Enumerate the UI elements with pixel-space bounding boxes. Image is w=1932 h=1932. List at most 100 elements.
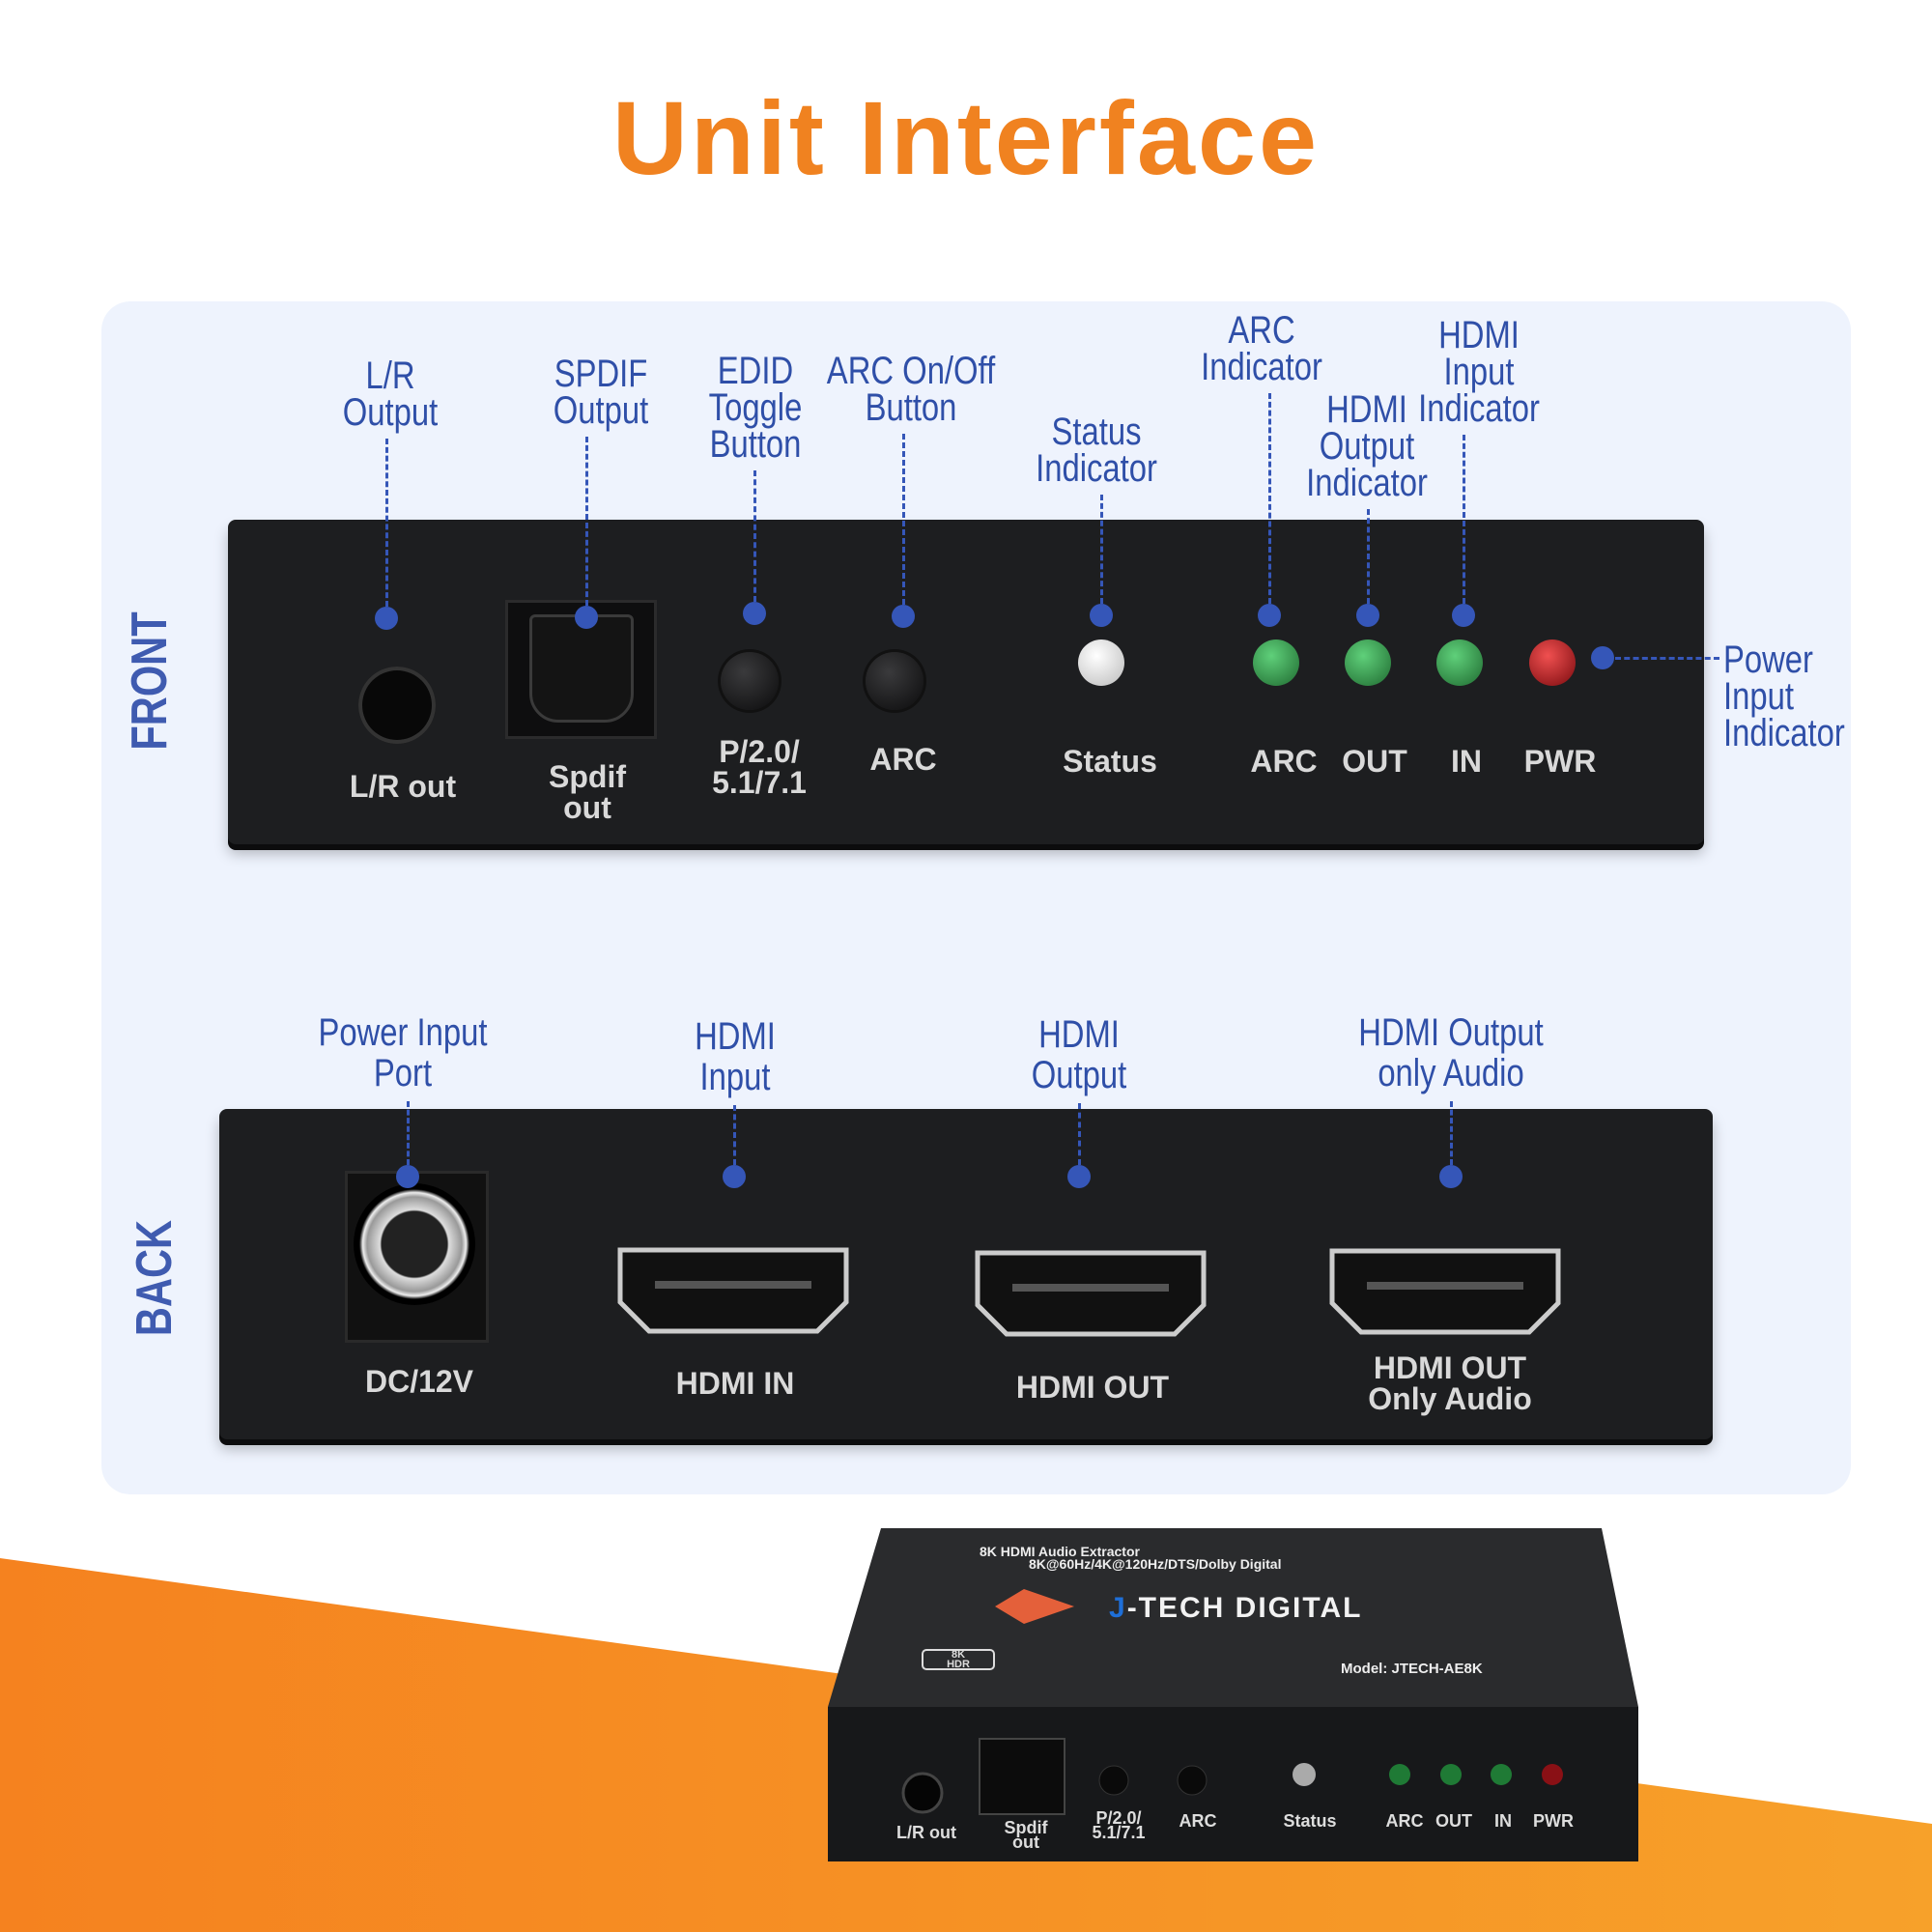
label-line: Output (553, 389, 649, 432)
label-line: DC/12V (364, 1364, 474, 1399)
spdif-port (505, 600, 657, 739)
label-line: P/2.0/ (1095, 1808, 1142, 1828)
label-line: ARC (1250, 744, 1318, 779)
label-line: HDMI Output (1358, 1011, 1544, 1054)
label-line: Toggle (708, 386, 803, 429)
label-line: Indicator (1036, 447, 1157, 490)
status-led (1078, 639, 1124, 686)
device-label: L/R out (350, 771, 456, 802)
arc-toggle-button[interactable] (866, 652, 923, 710)
hdmi-out-audio-port (1329, 1248, 1561, 1335)
jtech-logo-icon (995, 1589, 1074, 1624)
label-line: ARC (869, 742, 937, 777)
label-line: Output (1031, 1054, 1127, 1096)
label-line: HDMI (1326, 388, 1407, 431)
product-front-label: P/2.0/5.1/7.1 (1092, 1808, 1146, 1842)
brand-j: J (1109, 1592, 1127, 1624)
callout-leader-line (1078, 1103, 1081, 1165)
label-line: Spdif (1004, 1818, 1048, 1837)
device-label: OUT (1342, 746, 1407, 777)
label-line: IN (1451, 744, 1482, 779)
arc-led (1253, 639, 1299, 686)
device-label: ARC (869, 744, 936, 775)
device-label: IN (1451, 746, 1482, 777)
badge-line: 8K (951, 1649, 966, 1661)
label-line: only Audio (1378, 1052, 1524, 1094)
callout-leader-line (1450, 1101, 1453, 1165)
label-line: PWR (1523, 744, 1597, 779)
label-line: P/2.0/ (719, 734, 800, 769)
callout-leader-line (585, 437, 588, 606)
label-line: L/R out (349, 769, 457, 804)
callout-dot (1067, 1165, 1091, 1188)
callout-leader-line (1615, 657, 1719, 660)
dc-power-port (345, 1171, 489, 1343)
product-front-label: L/R out (896, 1824, 956, 1841)
device-label: P/2.0/5.1/7.1 (712, 736, 807, 798)
callout-leader-line (1367, 509, 1370, 604)
label-line: Indicator (1201, 346, 1322, 388)
callout-dot (396, 1165, 419, 1188)
hdmi-in-led (1436, 639, 1483, 686)
device-label: HDMI IN (676, 1368, 795, 1399)
label-line: SPDIF (554, 353, 648, 395)
device-label: PWR (1524, 746, 1597, 777)
label-line: HDMI IN (675, 1366, 795, 1401)
page-title: Unit Interface (611, 79, 1321, 196)
callout-dot (1356, 604, 1379, 627)
label-line: Input (1723, 675, 1794, 718)
label-line: Spdif (549, 759, 626, 794)
callout-leader-line (733, 1105, 736, 1165)
callout-dot (375, 607, 398, 630)
label-line: HDMI OUT (1373, 1350, 1527, 1385)
callout-dot (1591, 646, 1614, 669)
callout-leader-line (407, 1101, 410, 1165)
label-line: 5.1/7.1 (1092, 1823, 1146, 1842)
callout-dot (1452, 604, 1475, 627)
label-line: HDMI (1038, 1013, 1120, 1056)
label-line: out (1012, 1833, 1039, 1852)
device-label: DC/12V (365, 1366, 473, 1397)
callout-dot (1090, 604, 1113, 627)
product-specs: 8K@60Hz/4K@120Hz/DTS/Dolby Digital (1029, 1556, 1282, 1572)
label-line: Output (342, 391, 439, 434)
device-label: ARC (1250, 746, 1317, 777)
label-line: L/R (365, 355, 415, 397)
label-line: Only Audio (1368, 1381, 1532, 1416)
label-line: HDMI (695, 1015, 776, 1058)
label-line: ARC On/Off (826, 350, 996, 392)
callout-dot (743, 602, 766, 625)
lr-audio-jack (358, 667, 436, 744)
callout-leader-line (1268, 393, 1271, 604)
label-line: Button (865, 386, 957, 429)
label-line: OUT (1342, 744, 1407, 779)
label-line: ARC (1179, 1811, 1217, 1831)
label-line: Input (699, 1056, 771, 1098)
label-line: Status (1051, 411, 1142, 453)
label-line: Power (1723, 639, 1813, 681)
label-line: 5.1/7.1 (712, 765, 807, 800)
device-label: HDMI OUT (1016, 1372, 1169, 1403)
hdmi-out-led (1345, 639, 1391, 686)
callout-leader-line (1463, 435, 1465, 604)
label-line: Power Input (318, 1011, 488, 1054)
power-led (1529, 639, 1576, 686)
label-line: ARC (1228, 309, 1295, 352)
edid-toggle-button[interactable] (721, 652, 779, 710)
product-front-label: OUT (1435, 1811, 1472, 1831)
label-line: Status (1063, 744, 1157, 779)
callout-leader-line (753, 470, 756, 602)
label-line: OUT (1435, 1811, 1472, 1831)
